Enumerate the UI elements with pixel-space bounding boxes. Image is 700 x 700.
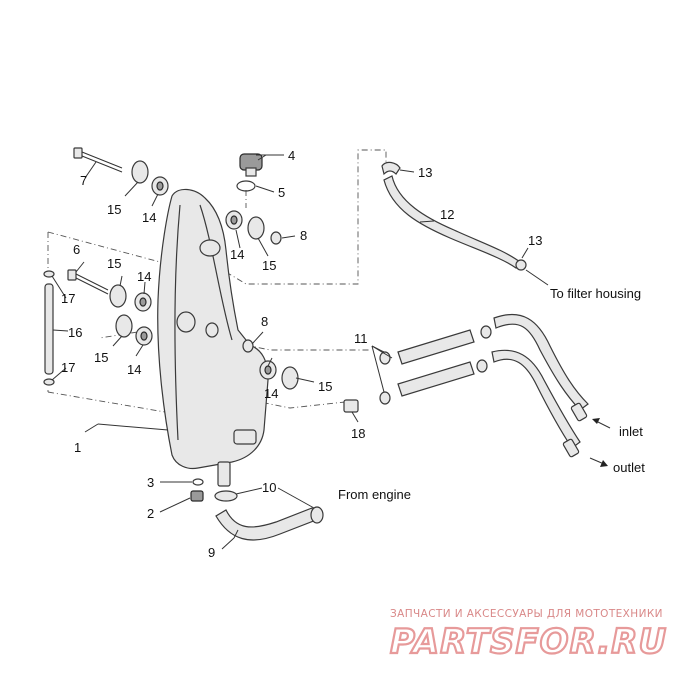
flow-arrows <box>589 418 611 467</box>
callout-14b: 14 <box>137 269 151 284</box>
callout-14c: 14 <box>127 362 141 377</box>
callout-8a: 8 <box>300 228 307 243</box>
callout-13b: 13 <box>528 233 542 248</box>
callout-numbers: 1 2 3 4 5 6 7 8 8 9 10 11 12 13 13 14 14… <box>61 148 542 560</box>
callout-18: 18 <box>351 426 365 441</box>
bolt-7 <box>73 147 123 173</box>
callout-4: 4 <box>288 148 295 163</box>
callout-1: 1 <box>74 440 81 455</box>
note-outlet: outlet <box>613 460 645 475</box>
callout-12: 12 <box>440 207 454 222</box>
callout-9: 9 <box>208 545 215 560</box>
callout-3: 3 <box>147 475 154 490</box>
callout-14d: 14 <box>230 247 244 262</box>
callout-11: 11 <box>354 331 368 346</box>
watermark-logo: PARTSFOR.RU <box>390 622 667 662</box>
inlet-outlet-hoses <box>491 313 589 458</box>
callout-15d: 15 <box>262 258 276 273</box>
tubes-11 <box>379 325 492 405</box>
callout-15b: 15 <box>107 256 121 271</box>
callout-14a: 14 <box>142 210 156 225</box>
note-from-engine: From engine <box>338 487 411 502</box>
hose-9 <box>214 490 324 541</box>
callout-17b: 17 <box>61 360 75 375</box>
callout-10: 10 <box>262 480 276 495</box>
callout-15a: 15 <box>107 202 121 217</box>
callout-15e: 15 <box>318 379 332 394</box>
callout-16: 16 <box>68 325 82 340</box>
bolt-6 <box>67 269 109 295</box>
callout-7: 7 <box>80 173 87 188</box>
level-tube <box>43 270 55 386</box>
o-ring-5 <box>236 180 256 192</box>
annotations: To filter housing inlet outlet From engi… <box>338 286 645 502</box>
note-inlet: inlet <box>619 424 643 439</box>
callout-2: 2 <box>147 506 154 521</box>
filler-cap <box>239 153 263 177</box>
callout-13a: 13 <box>418 165 432 180</box>
callout-6: 6 <box>73 242 80 257</box>
washers-and-bushings <box>109 160 299 390</box>
leader-lines <box>51 154 549 550</box>
watermark: ЗАПЧАСТИ И АКСЕССУАРЫ ДЛЯ МОТОТЕХНИКИ PA… <box>389 608 667 663</box>
hose-12 <box>381 161 527 271</box>
callout-15c: 15 <box>94 350 108 365</box>
connector-18 <box>343 399 359 413</box>
callout-5: 5 <box>278 185 285 200</box>
callout-8b: 8 <box>261 314 268 329</box>
watermark-tagline: ЗАПЧАСТИ И АКСЕССУАРЫ ДЛЯ МОТОТЕХНИКИ <box>390 608 663 620</box>
drain-plug <box>190 478 204 502</box>
note-filter-housing: To filter housing <box>550 286 641 301</box>
callout-17a: 17 <box>61 291 75 306</box>
callout-14e: 14 <box>264 386 278 401</box>
